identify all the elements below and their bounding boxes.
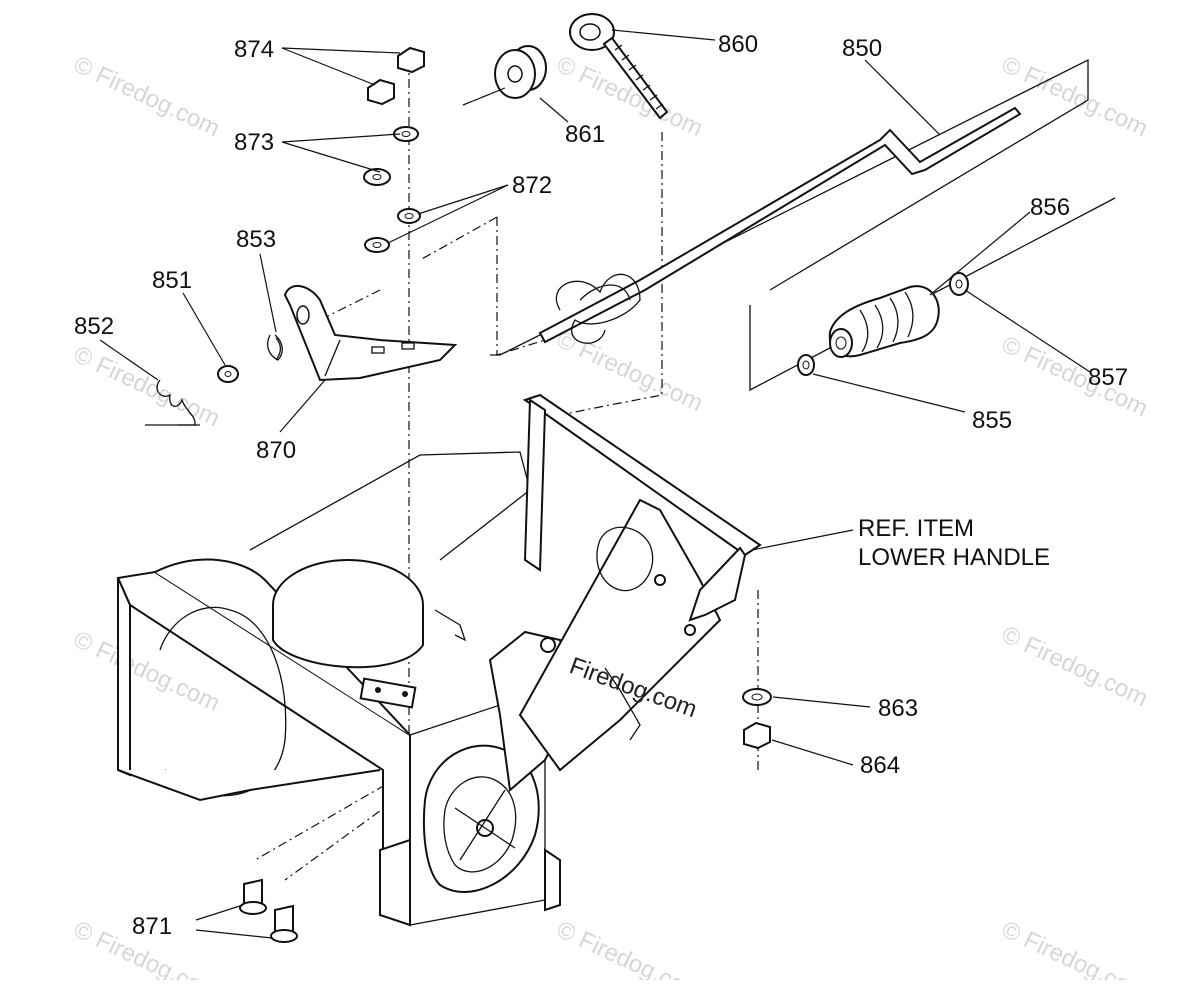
callout-861: 861 xyxy=(565,121,605,148)
auger-housing xyxy=(116,393,762,927)
callout-863: 863 xyxy=(878,695,918,722)
hardware-stack xyxy=(363,46,425,253)
washer-nut-863-864 xyxy=(742,688,772,750)
callout-871: 871 xyxy=(132,913,172,940)
callout-850: 850 xyxy=(842,35,882,62)
watermark: © Firedog.com xyxy=(997,621,1151,712)
callout-872: 872 xyxy=(512,172,552,199)
callout-856: 856 xyxy=(1030,194,1070,221)
eyebolt-860 xyxy=(569,13,669,120)
watermark: © Firedog.com xyxy=(69,341,223,432)
ref-note-line1: REF. ITEM xyxy=(858,515,974,542)
watermark: © Firedog.com xyxy=(552,916,706,980)
callout-labels: 874 873 872 853 851 852 870 861 860 850 … xyxy=(74,31,1128,940)
chute-bracket-870 xyxy=(145,285,458,426)
callout-874: 874 xyxy=(234,36,274,63)
callout-851: 851 xyxy=(152,267,192,294)
callout-855: 855 xyxy=(972,407,1012,434)
watermark: © Firedog.com xyxy=(997,51,1151,142)
watermark: © Firedog.com xyxy=(69,51,223,142)
watermark: © Firedog.com xyxy=(997,331,1151,422)
handle-rod-850 xyxy=(490,58,1116,392)
callout-860: 860 xyxy=(718,31,758,58)
callout-864: 864 xyxy=(860,752,900,779)
watermark: © Firedog.com xyxy=(997,916,1151,980)
handle-grip-856 xyxy=(797,272,969,376)
screws-871 xyxy=(239,878,298,943)
watermark-layer: © Firedog.com © Firedog.com © Firedog.co… xyxy=(69,51,1151,985)
callout-857: 857 xyxy=(1088,364,1128,391)
callout-853: 853 xyxy=(236,226,276,253)
callout-870: 870 xyxy=(256,437,296,464)
callout-873: 873 xyxy=(234,129,274,156)
callout-852: 852 xyxy=(74,313,114,340)
spacer-861 xyxy=(494,45,547,99)
ref-note-line2: LOWER HANDLE xyxy=(858,544,1050,571)
leader-lines xyxy=(99,29,1091,939)
